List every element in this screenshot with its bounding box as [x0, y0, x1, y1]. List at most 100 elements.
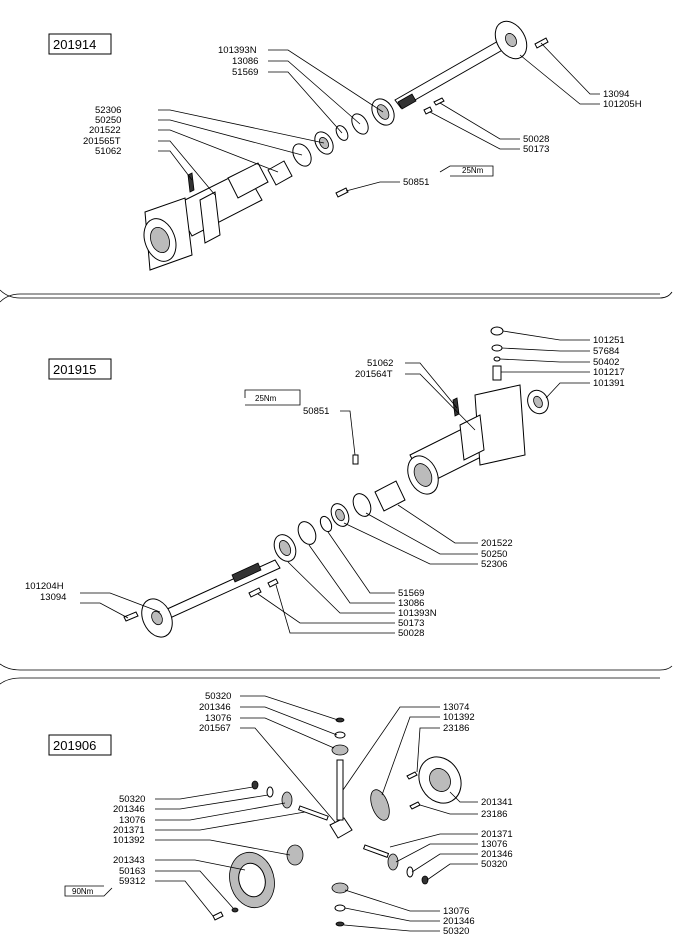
callout: 23186 — [443, 723, 469, 734]
callout: 51569 — [232, 67, 258, 78]
callout: 50250 — [481, 549, 507, 560]
ring-13086 — [297, 521, 317, 545]
callouts-201906: 50320 201346 13076 201567 50320 201346 1… — [113, 691, 513, 937]
callout: 50250 — [95, 115, 121, 126]
cross-block-201567 — [329, 817, 353, 839]
cap-101251 — [490, 326, 504, 336]
callout: 50320 — [481, 859, 507, 870]
callout: 59312 — [119, 876, 145, 887]
axle-shaft-101205H — [394, 20, 528, 110]
shaft-13074 — [336, 759, 344, 821]
ring-51569 — [319, 515, 333, 533]
callout: 13076 — [443, 906, 469, 917]
washer-50402 — [493, 356, 501, 362]
callout: 13076 — [205, 713, 231, 724]
callout: 50163 — [119, 866, 145, 877]
section-code-box — [48, 33, 112, 55]
bearing-50250 — [352, 493, 372, 517]
washer-201346 — [266, 786, 274, 798]
callouts-201915: 101251 57684 50402 101217 101391 51062 2… — [25, 335, 625, 639]
callout: 201567 — [199, 723, 231, 734]
torque-label: 25Nm — [255, 394, 277, 403]
diff-case-201341 — [418, 756, 462, 804]
sleeve-201522 — [267, 160, 293, 186]
callout: 50320 — [205, 691, 231, 702]
pin-201371 — [297, 805, 329, 821]
washer-50320 — [335, 717, 345, 723]
callout: 52306 — [95, 105, 121, 116]
bolt-50173 — [423, 106, 433, 115]
callout: 201522 — [481, 538, 513, 549]
callout: 201371 — [113, 825, 145, 836]
callout: 50851 — [303, 406, 329, 417]
callout: 50173 — [398, 618, 424, 629]
callout: 51569 — [398, 588, 424, 599]
washer-50320 — [421, 875, 429, 885]
washer-50320 — [335, 921, 345, 927]
callout: 201346 — [481, 849, 513, 860]
sleeve-201522 — [374, 480, 406, 512]
gear-13076 — [387, 853, 399, 871]
callout: 101393N — [398, 608, 437, 619]
bolt-23186 — [406, 771, 418, 780]
washer-201346 — [334, 731, 346, 739]
callout: 50028 — [398, 628, 424, 639]
callout: 23186 — [481, 809, 507, 820]
washer-201346 — [406, 866, 414, 878]
callout: 201565T — [83, 136, 121, 147]
callout: 201341 — [481, 797, 513, 808]
pin-201371 — [362, 844, 390, 858]
leaders-201906 — [64, 695, 478, 932]
callout: 13086 — [232, 56, 258, 67]
callout: 101392 — [113, 835, 145, 846]
washer-50320 — [251, 780, 259, 790]
leaders-201915 — [80, 330, 590, 634]
section-code: 201915 — [53, 362, 96, 377]
section-code-box — [48, 734, 112, 756]
bolt-50851 — [352, 454, 359, 465]
callout: 13086 — [398, 598, 424, 609]
gear-13076 — [331, 744, 349, 756]
section-code-box — [48, 358, 112, 380]
gear-13076 — [331, 882, 349, 894]
callout: 201346 — [199, 702, 231, 713]
stud-13094 — [123, 611, 139, 622]
callout: 50320 — [119, 794, 145, 805]
callout: 201346 — [113, 804, 145, 815]
section-divider — [0, 293, 660, 303]
callout: 50851 — [403, 177, 429, 188]
ring-gear-201343 — [229, 851, 275, 909]
callout: 101217 — [593, 367, 625, 378]
washer-201346 — [334, 904, 346, 912]
gear-13076 — [281, 791, 293, 809]
bolt-59312 — [212, 911, 224, 921]
callout: 50173 — [523, 144, 549, 155]
callout: 201371 — [481, 829, 513, 840]
bolt-50851 — [335, 187, 349, 198]
callout: 57684 — [593, 346, 619, 357]
callout: 13074 — [443, 702, 469, 713]
callout: 201564T — [355, 369, 393, 380]
callout: 50320 — [443, 926, 469, 937]
callout: 13076 — [481, 839, 507, 850]
section-code: 201906 — [53, 738, 96, 753]
callouts-201914: 101393N 13086 51569 52306 50250 201522 2… — [83, 45, 642, 188]
callout: 101392 — [443, 712, 475, 723]
callout: 101393N — [218, 45, 257, 56]
section-divider — [0, 663, 673, 671]
section-divider — [0, 289, 673, 299]
bevel-gear-101392 — [370, 789, 390, 821]
callout: 201346 — [443, 916, 475, 927]
section-201915: 201915 — [25, 326, 625, 639]
callout: 51062 — [367, 358, 393, 369]
callout: 13094 — [603, 89, 629, 100]
callout: 101205H — [603, 99, 642, 110]
callout: 50028 — [523, 134, 549, 145]
leaders-201914 — [158, 42, 600, 196]
callout: 13094 — [40, 592, 66, 603]
callout: 51062 — [95, 146, 121, 157]
washer-57684 — [491, 344, 503, 352]
section-divider — [0, 677, 660, 685]
callout: 201522 — [89, 125, 121, 136]
